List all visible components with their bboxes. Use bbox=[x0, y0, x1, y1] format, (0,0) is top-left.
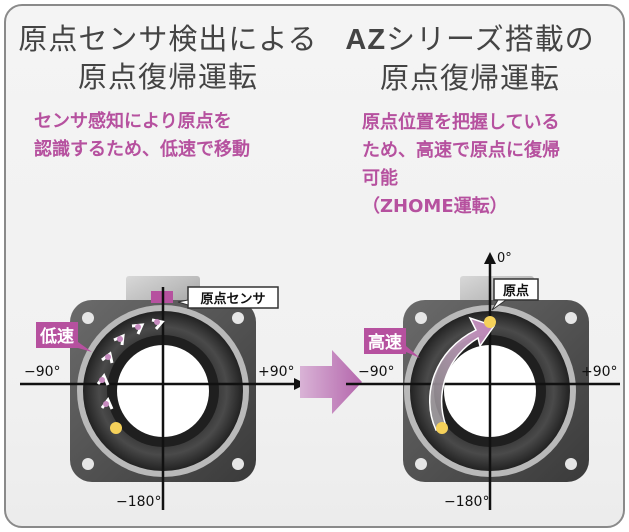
right-desc-line1: 原点位置を把握している bbox=[362, 112, 560, 133]
low-speed-arrow-marks bbox=[99, 319, 160, 407]
right-speed-label: 高速 bbox=[368, 332, 402, 353]
right-speed-badge bbox=[364, 328, 406, 354]
right-motor-bolt-icon bbox=[565, 458, 577, 470]
left-axis-label-neg90: −90° bbox=[24, 364, 61, 380]
right-desc-line4: （ZHOME運転） bbox=[362, 196, 508, 217]
right-title-line1: シリーズ搭載の bbox=[386, 22, 595, 56]
left-title-line1: 原点センサ検出による bbox=[18, 22, 318, 56]
right-start-dot bbox=[436, 422, 448, 434]
right-axis-label-neg180: −180° bbox=[444, 494, 489, 510]
right-axis-up-arrowhead bbox=[484, 252, 496, 264]
sensor-label-box bbox=[187, 286, 279, 309]
left-axis-label-neg180: −180° bbox=[116, 494, 161, 510]
left-desc-line1: センサ感知により原点を bbox=[34, 111, 232, 132]
right-title: AZシリーズ搭載の 原点復帰運転 bbox=[320, 20, 620, 97]
right-motor-bolt-icon bbox=[415, 458, 427, 470]
right-title-brand: AZ bbox=[345, 24, 387, 56]
right-motor-bolt-icon bbox=[565, 312, 577, 324]
right-axis-label-0: 0° bbox=[497, 251, 512, 266]
right-desc-line3: 可能 bbox=[362, 168, 398, 189]
right-motor-bolt-icon bbox=[415, 312, 427, 324]
left-motor-bolt-icon bbox=[82, 458, 94, 470]
left-motor-bolt-icon bbox=[82, 312, 94, 324]
left-position-dot bbox=[110, 422, 122, 434]
right-column: AZシリーズ搭載の 原点復帰運転 原点位置を把握している ため、高速で原点に復帰… bbox=[320, 20, 620, 221]
right-axis-label-neg90: −90° bbox=[358, 364, 395, 380]
left-title-line2: 原点復帰運転 bbox=[77, 60, 258, 94]
right-title-line2: 原点復帰運転 bbox=[379, 61, 560, 95]
sensor-label: 原点センサ bbox=[200, 291, 265, 307]
left-speed-label: 低速 bbox=[39, 326, 74, 347]
right-desc-line2: ため、高速で原点に復帰 bbox=[362, 140, 560, 161]
left-motor-bolt-icon bbox=[232, 458, 244, 470]
origin-label-box bbox=[493, 278, 539, 301]
transition-arrow-icon bbox=[300, 350, 362, 414]
right-motor-diagram: 高速 原点 0° −90° +90° −180° bbox=[346, 251, 620, 510]
sensor-label-pointer bbox=[177, 299, 189, 306]
left-description: センサ感知により原点を 認識するため、低速で移動 bbox=[18, 108, 318, 164]
right-description: 原点位置を把握している ため、高速で原点に復帰 可能 （ZHOME運転） bbox=[320, 109, 620, 221]
origin-label-pointer bbox=[491, 299, 508, 311]
left-speed-badge bbox=[36, 322, 78, 348]
left-title: 原点センサ検出による 原点復帰運転 bbox=[18, 20, 318, 96]
origin-label: 原点 bbox=[503, 283, 529, 299]
right-axis-label-pos90: +90° bbox=[581, 364, 618, 380]
left-motor-bolt-icon bbox=[232, 312, 244, 324]
left-column: 原点センサ検出による 原点復帰運転 センサ感知により原点を 認識するため、低速で… bbox=[18, 20, 318, 164]
left-desc-line2: 認識するため、低速で移動 bbox=[34, 139, 250, 160]
right-speed-badge-tail bbox=[406, 346, 420, 358]
left-axis-label-pos90: +90° bbox=[258, 364, 295, 380]
left-speed-badge-tail bbox=[78, 342, 92, 352]
right-origin-dot bbox=[484, 316, 496, 328]
left-motor-diagram: 低速 原点センサ −90° +90° −180° bbox=[20, 276, 306, 510]
